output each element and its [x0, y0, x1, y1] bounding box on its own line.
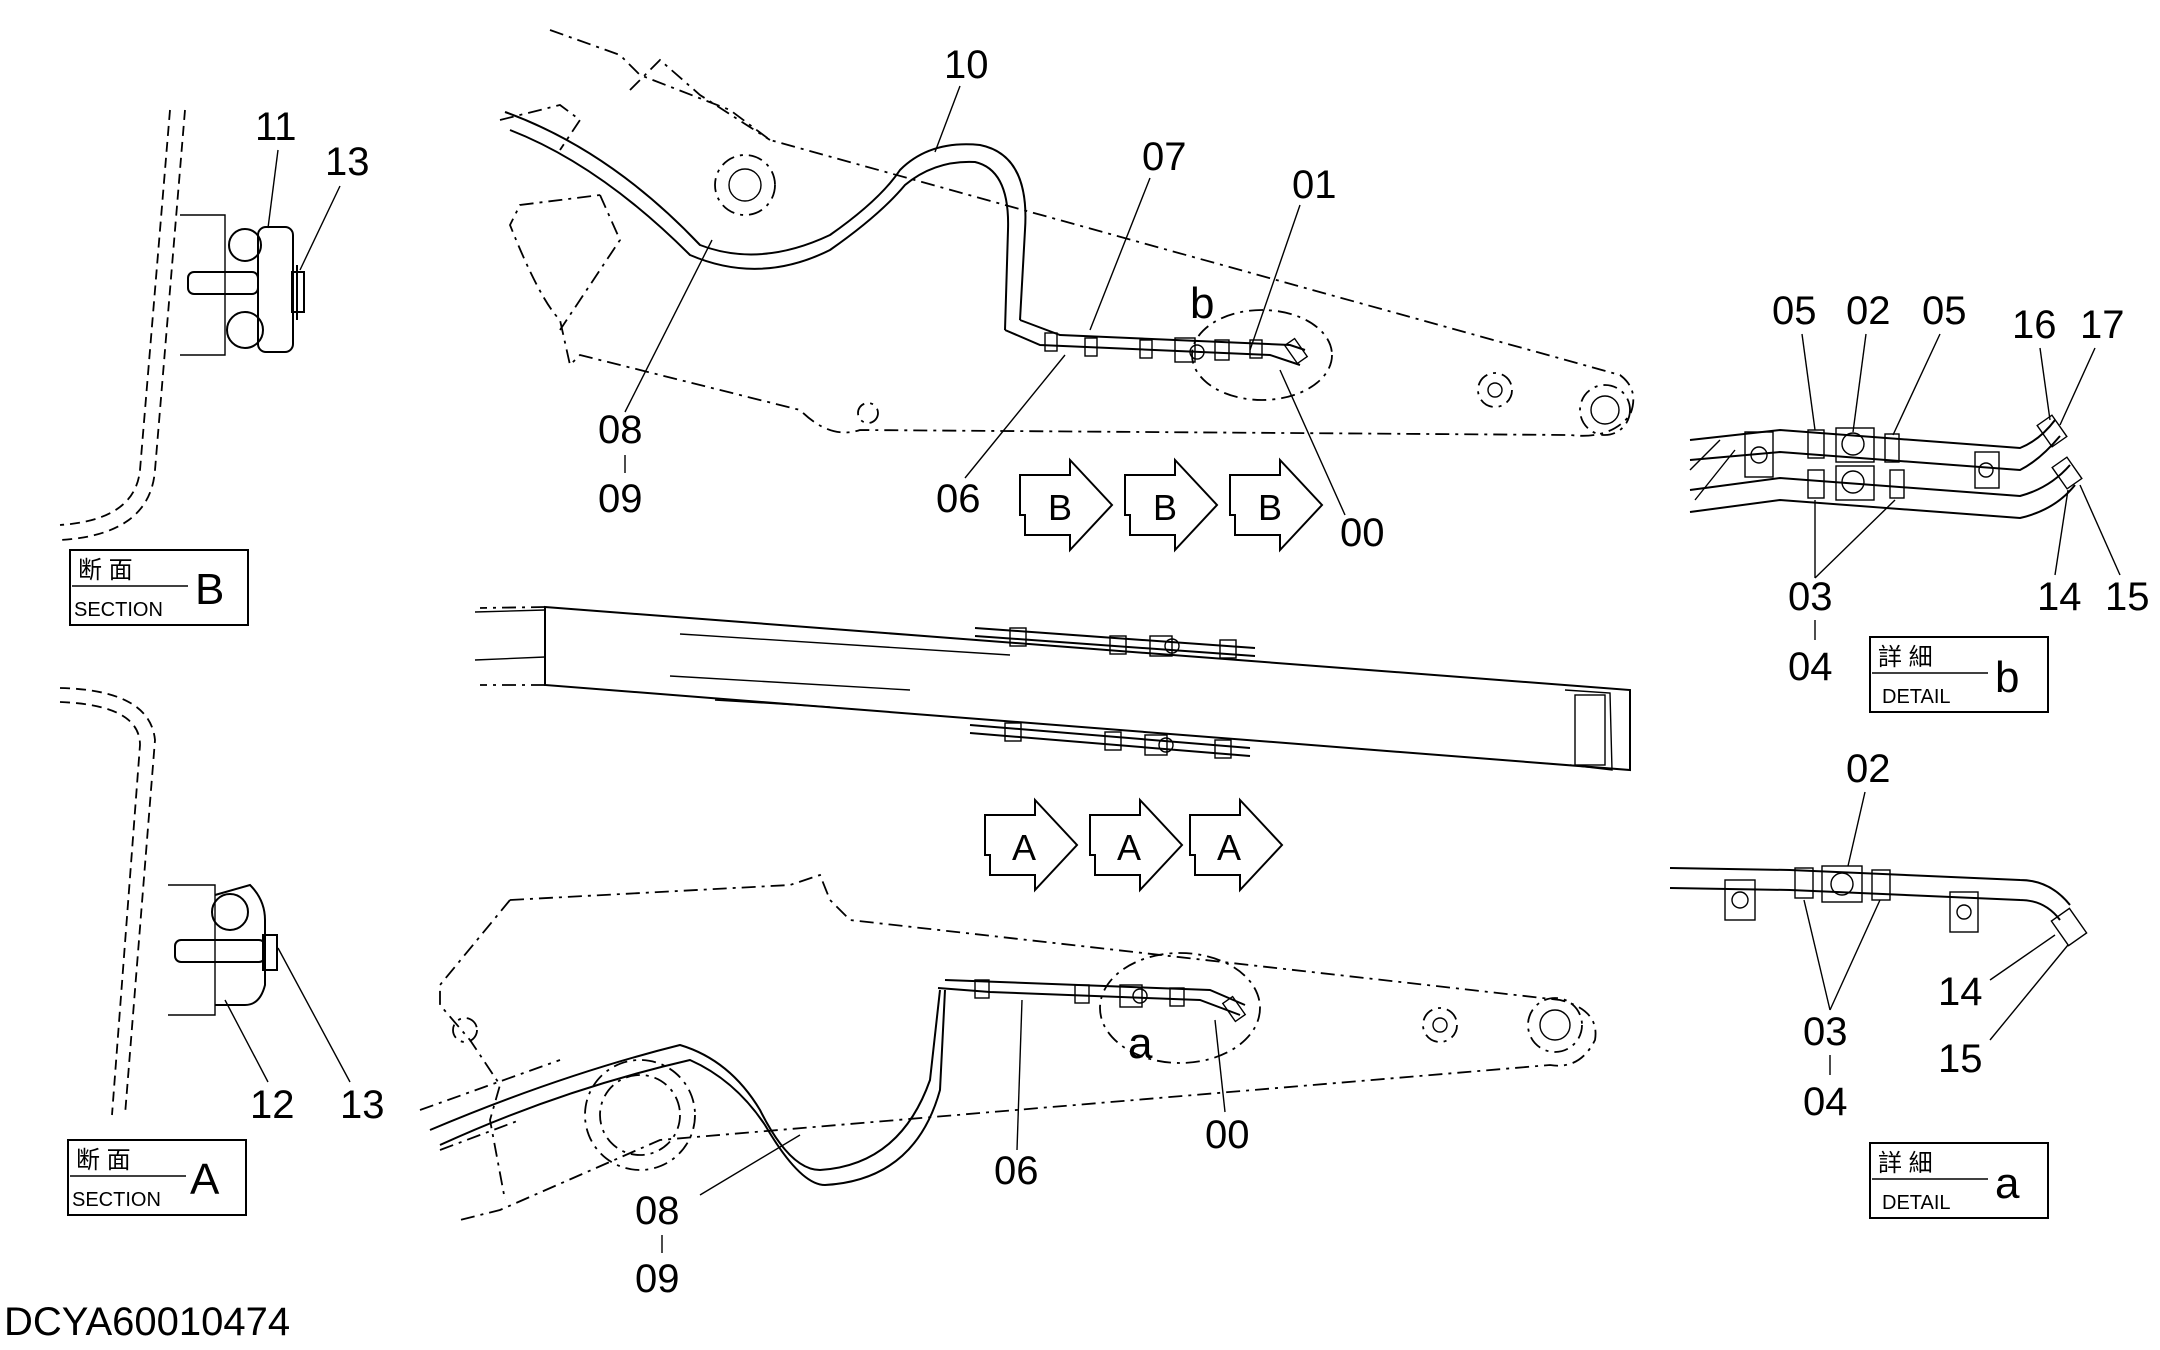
bottom-boom-hoses: a [429, 952, 1261, 1187]
circle-label-a: a [1128, 1019, 1153, 1068]
detail-b-jp: 詳 細 [1878, 644, 1933, 671]
top-boom-outline [499, 29, 1635, 437]
callout-16: 16 [2012, 303, 2057, 347]
section-callouts: 11 13 12 13 [224, 105, 385, 1127]
view-b-arrows: B B B [1019, 457, 1324, 553]
callout-10-top: 10 [944, 43, 989, 87]
callout-09-bottom: 09 [635, 1257, 680, 1301]
callout-05-right: 05 [1922, 289, 1967, 333]
middle-boom-pipes [969, 627, 1256, 759]
callout-11: 11 [255, 105, 297, 149]
view-b-arrow-2: B [1124, 457, 1219, 553]
callout-17: 17 [2080, 303, 2125, 347]
view-b-letter-3: B [1258, 487, 1282, 528]
detail-b-view [1689, 414, 2083, 520]
callout-13-bottom: 13 [340, 1083, 385, 1127]
detail-a-view [1669, 865, 2088, 947]
callout-01: 01 [1292, 163, 1337, 207]
bottom-boom-callouts: 06 00 08 09 [635, 999, 1250, 1301]
view-a-letter-2: A [1117, 827, 1141, 868]
callout-05-left: 05 [1772, 289, 1817, 333]
callout-00-top: 00 [1340, 511, 1385, 555]
top-boom-callouts: 10 07 01 08 09 06 00 [598, 43, 1385, 555]
detail-a-en: DETAIL [1882, 1192, 1951, 1214]
view-a-letter-1: A [1012, 827, 1036, 868]
view-a-arrow-2: A [1089, 797, 1184, 893]
middle-boom-outline [474, 605, 1631, 772]
callout-15-b: 15 [2105, 575, 2150, 619]
section-b-en: SECTION [74, 599, 163, 621]
callout-02-b: 02 [1846, 289, 1891, 333]
section-b-view [59, 109, 305, 541]
callout-08-top: 08 [598, 408, 643, 452]
view-b-letter-1: B [1048, 487, 1072, 528]
detail-a-letter: a [1995, 1159, 2020, 1208]
view-b-arrow-1: B [1019, 457, 1114, 553]
section-a-view [59, 687, 278, 1116]
callout-12: 12 [250, 1083, 295, 1127]
detail-b-circle [1191, 309, 1333, 401]
section-b-jp: 断 面 [78, 557, 133, 584]
view-b-letter-2: B [1153, 487, 1177, 528]
section-b-letter: B [195, 565, 224, 614]
top-boom-hoses: b [504, 111, 1333, 401]
callout-15-a: 15 [1938, 1037, 1983, 1081]
view-b-arrow-3: B [1229, 457, 1324, 553]
view-a-arrow-1: A [984, 797, 1079, 893]
view-a-arrows: A A A [984, 797, 1284, 893]
bottom-boom-outline [419, 873, 1597, 1221]
detail-b-en: DETAIL [1882, 686, 1951, 708]
callout-14-a: 14 [1938, 970, 1983, 1014]
detail-b-letter: b [1995, 653, 2019, 702]
callout-08-bottom: 08 [635, 1189, 680, 1233]
callout-04-a: 04 [1803, 1080, 1848, 1124]
callout-03-a: 03 [1803, 1010, 1848, 1054]
section-b-label-box: 断 面 SECTION B [69, 549, 249, 626]
section-a-jp: 断 面 [76, 1147, 131, 1174]
section-a-letter: A [190, 1155, 220, 1204]
detail-a-jp: 詳 細 [1878, 1150, 1933, 1177]
callout-13-top: 13 [325, 140, 370, 184]
section-a-label-box: 断 面 SECTION A [67, 1139, 247, 1216]
detail-a-label-box: 詳 細 DETAIL a [1869, 1142, 2049, 1219]
callout-03-b: 03 [1788, 575, 1833, 619]
detail-a-circle [1099, 952, 1261, 1064]
circle-label-b: b [1190, 279, 1214, 328]
callout-14-b: 14 [2037, 575, 2082, 619]
callout-02-a: 02 [1846, 747, 1891, 791]
section-a-en: SECTION [72, 1189, 161, 1211]
callout-00-bottom: 00 [1205, 1113, 1250, 1157]
callout-06-top: 06 [936, 477, 981, 521]
detail-a-callouts: 02 03 04 14 15 [1803, 747, 2069, 1124]
view-a-arrow-3: A [1189, 797, 1284, 893]
detail-b-callouts: 05 02 05 16 17 03 04 14 15 [1772, 289, 2150, 689]
document-id: DCYA60010474 [4, 1300, 290, 1344]
callout-09-top: 09 [598, 477, 643, 521]
view-a-letter-3: A [1217, 827, 1241, 868]
callout-07: 07 [1142, 135, 1187, 179]
detail-b-label-box: 詳 細 DETAIL b [1869, 636, 2049, 713]
callout-06-bottom: 06 [994, 1149, 1039, 1193]
callout-04-b: 04 [1788, 645, 1833, 689]
